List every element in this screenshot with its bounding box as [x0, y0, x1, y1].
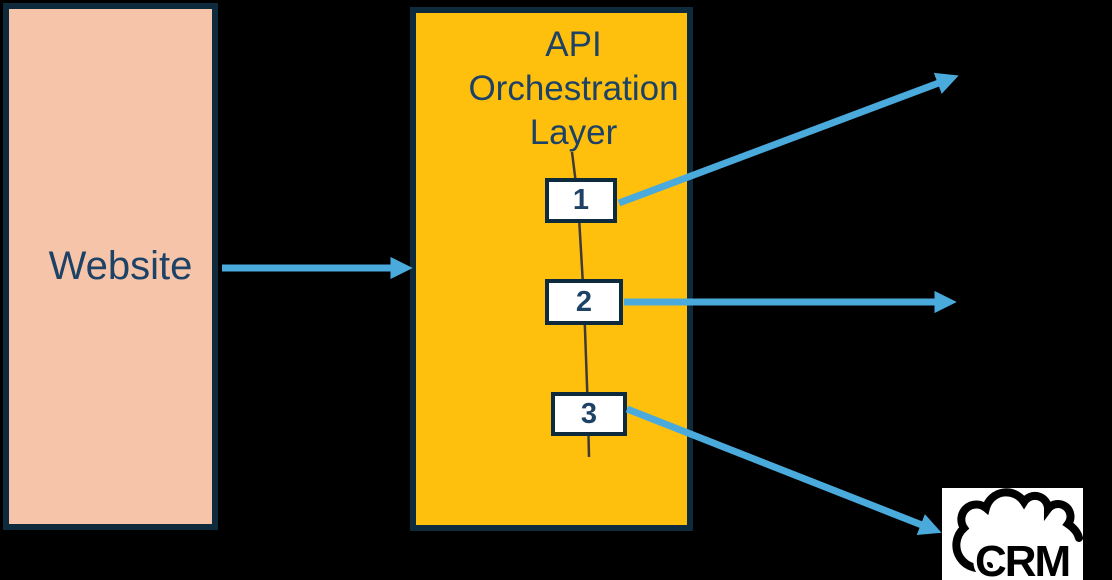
step-1-label: 1 [572, 184, 590, 216]
node-crm: CRM [942, 488, 1083, 580]
step-3-label: 3 [580, 397, 598, 430]
edge-step1-upper-right [617, 72, 959, 207]
api-layer-title: API Orchestration Layer [468, 25, 679, 152]
step-box-1: 1 [545, 178, 617, 223]
website-label: Website [48, 244, 193, 288]
edge-step3-to-crm [625, 405, 942, 535]
node-website: Website [3, 3, 218, 530]
step-box-3: 3 [551, 392, 627, 436]
step-box-2: 2 [545, 279, 623, 325]
step-2-label: 2 [575, 285, 593, 318]
crm-label: CRM [975, 537, 1069, 580]
node-api-orchestration-layer: API Orchestration Layer [410, 7, 693, 531]
crm-cloud-icon [952, 488, 1083, 573]
